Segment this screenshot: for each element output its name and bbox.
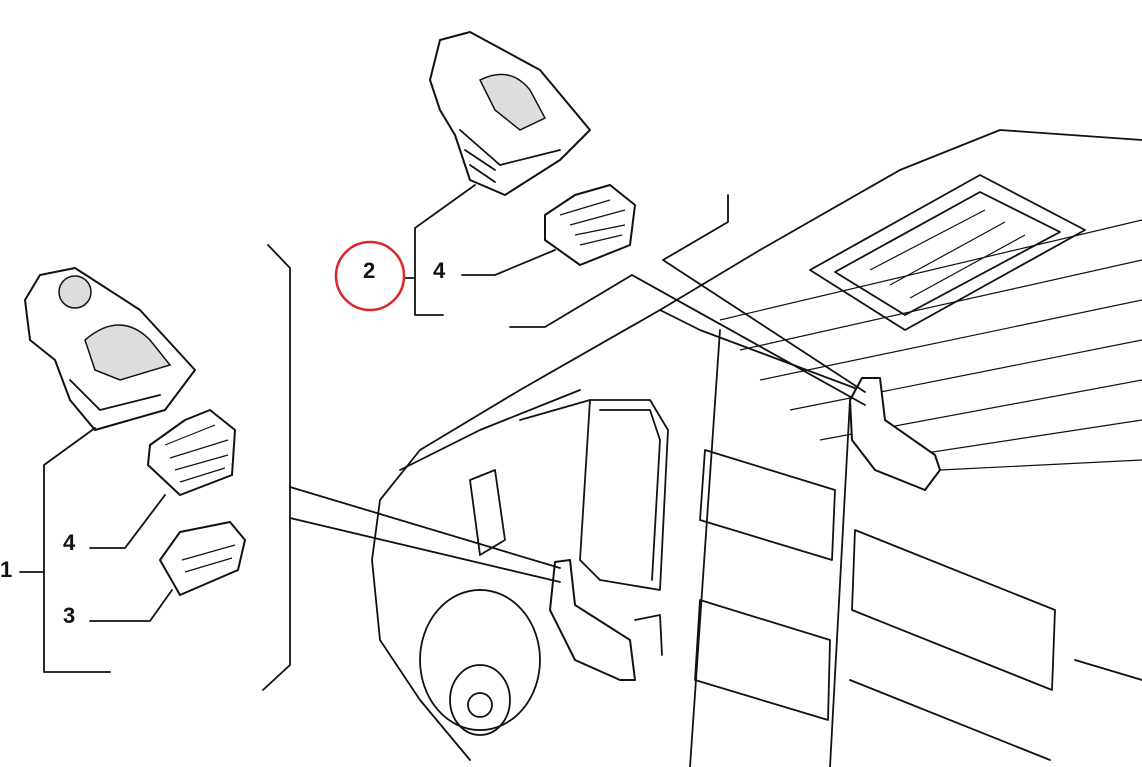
cover-part-3	[159, 521, 246, 596]
switch-assembly-part-1	[24, 267, 196, 431]
callout-label-1[interactable]: 1	[0, 557, 13, 582]
connector-part-4-top	[544, 184, 636, 266]
van-illustration	[371, 129, 1142, 767]
connector-part-4-left	[147, 409, 236, 496]
callout-label-4-left[interactable]: 4	[63, 530, 76, 555]
callout-label-2[interactable]: 2	[363, 258, 376, 283]
window-switch-part-2	[429, 31, 591, 196]
callout-label-3[interactable]: 3	[63, 603, 76, 628]
callout-label-4-top[interactable]: 4	[433, 258, 446, 283]
leader-lines	[19, 184, 866, 691]
highlight-circle	[334, 240, 406, 312]
